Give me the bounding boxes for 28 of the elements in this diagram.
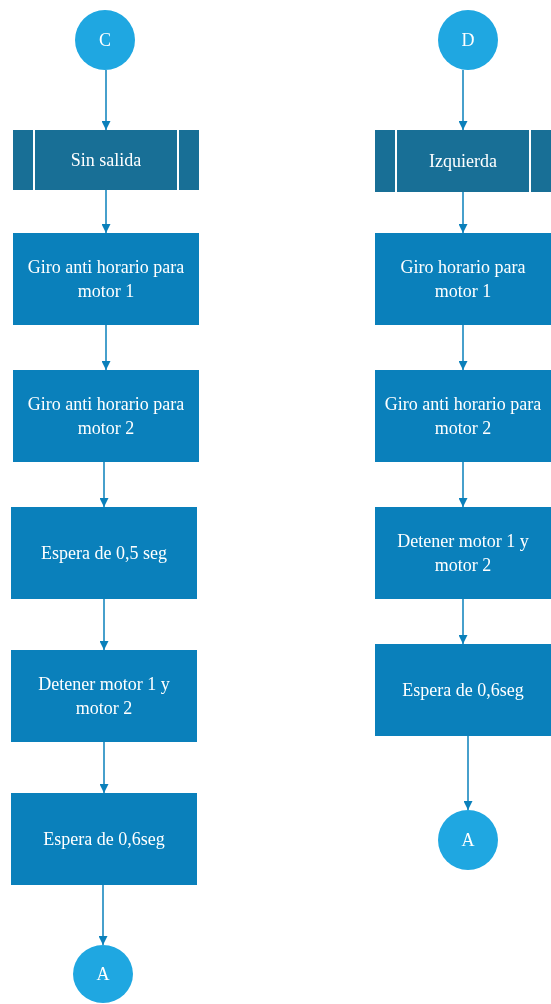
process-box: Detener motor 1 y motor 2 (11, 650, 197, 742)
predefined-process-box: Izquierda (375, 130, 551, 192)
connector-circle: A (438, 810, 498, 870)
process-box: Espera de 0,6seg (375, 644, 551, 736)
predefined-process-box: Sin salida (13, 130, 199, 190)
arrow (101, 324, 111, 371)
connector-circle: C (75, 10, 135, 70)
connector-circle: D (438, 10, 498, 70)
process-box: Espera de 0,6seg (11, 793, 197, 885)
process-box: Giro anti horario para motor 2 (13, 370, 199, 462)
arrow (99, 741, 109, 794)
process-box: Giro anti horario para motor 2 (375, 370, 551, 462)
process-box: Espera de 0,5 seg (11, 507, 197, 599)
arrow (101, 189, 111, 234)
process-box: Giro horario para motor 1 (375, 233, 551, 325)
arrow (458, 598, 468, 645)
arrow (463, 735, 473, 811)
arrow (99, 598, 109, 651)
arrow (99, 461, 109, 508)
arrow (458, 324, 468, 371)
process-box: Giro anti horario para motor 1 (13, 233, 199, 325)
connector-circle: A (73, 945, 133, 1003)
arrow (458, 461, 468, 508)
arrow (101, 69, 111, 131)
arrow (98, 884, 108, 946)
arrow (458, 191, 468, 234)
arrow (458, 69, 468, 131)
process-box: Detener motor 1 y motor 2 (375, 507, 551, 599)
